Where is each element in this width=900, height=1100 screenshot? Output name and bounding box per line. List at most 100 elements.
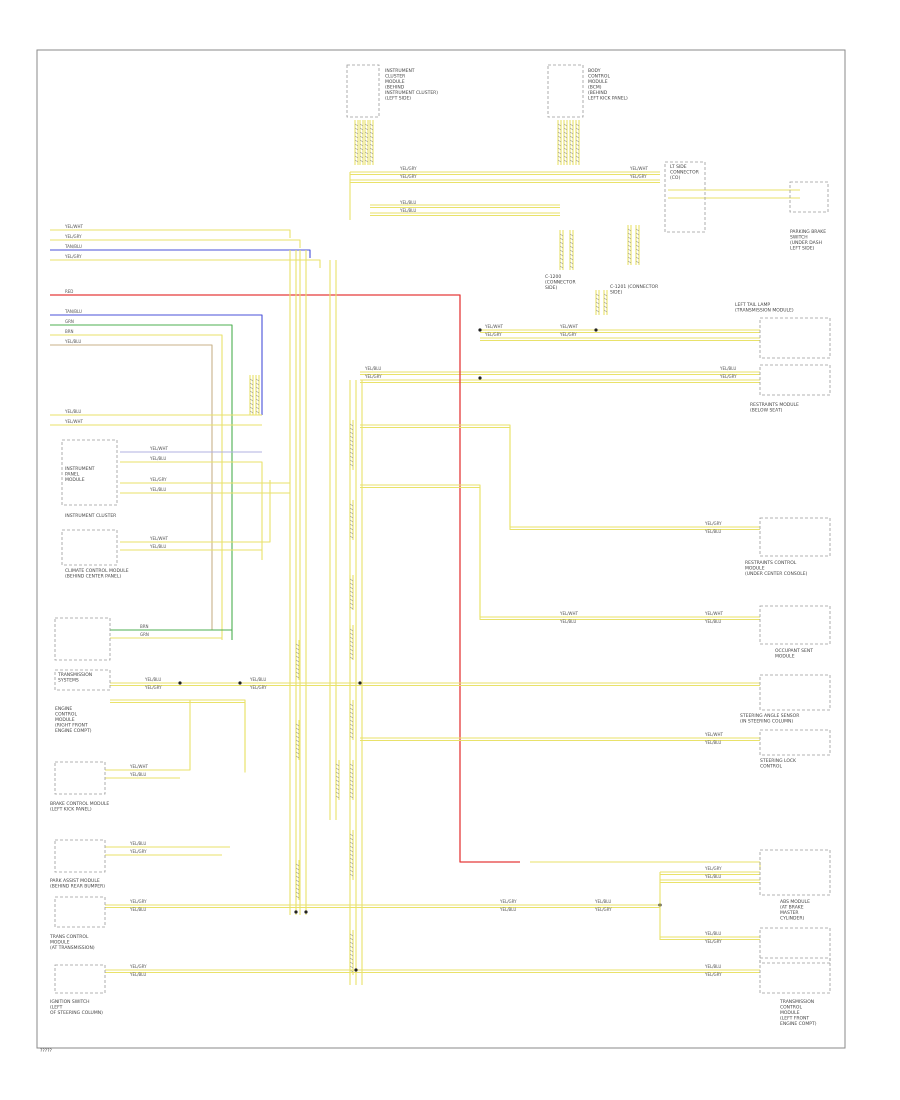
parking-brake-label-text: SWITCH	[790, 235, 808, 241]
twist-mark	[349, 451, 354, 455]
twist-mark	[349, 945, 354, 949]
splice-dot	[238, 681, 242, 685]
splice-dot	[294, 910, 298, 914]
twist-mark	[569, 139, 574, 143]
twist-mark	[557, 159, 562, 163]
twist-mark	[295, 643, 300, 647]
twist-mark	[295, 655, 300, 659]
twist-mark	[569, 245, 574, 249]
transmission-text: TRANSMISSION	[779, 999, 814, 1005]
top-left-module-text: INSTRUMENT	[385, 68, 415, 74]
twist-mark	[354, 123, 359, 127]
wires	[50, 120, 800, 985]
twist-mark	[569, 265, 574, 269]
twist-mark	[349, 427, 354, 431]
ecm-sub-text: SYSTEMS	[58, 678, 79, 684]
twist-mark	[569, 155, 574, 159]
twist-mark	[349, 707, 354, 711]
abs-box-2	[759, 927, 831, 964]
twist-mark	[349, 857, 354, 861]
twist-mark	[575, 123, 580, 127]
twist-mark	[595, 309, 600, 313]
steer-lock-text: STEERING LOCK	[760, 758, 797, 764]
wire-label: YEL/BLU	[559, 619, 576, 624]
engine-text: (RIGHT FRONT	[55, 723, 88, 729]
wire-label: TAN/BLU	[64, 309, 82, 314]
twist-mark	[563, 143, 568, 147]
twist-mark	[349, 447, 354, 451]
twist-mark	[295, 727, 300, 731]
twist-mark	[349, 636, 354, 640]
ic-box	[61, 439, 118, 506]
restraints-box	[759, 364, 831, 396]
twist-mark	[349, 771, 354, 775]
twist-mark	[364, 135, 369, 139]
twist-mark	[627, 252, 632, 256]
wire-label: YEL/BLU	[129, 972, 146, 977]
wire-label: YEL/BLU	[399, 208, 416, 213]
twist-mark	[354, 151, 359, 155]
twist-mark	[359, 155, 364, 159]
splice-dot	[354, 968, 358, 972]
twist-mark	[349, 949, 354, 953]
twist-mark	[354, 127, 359, 131]
steer-lock-box	[759, 729, 831, 756]
twist-mark	[603, 301, 608, 305]
brake-text: (LEFT KICK PANEL)	[50, 807, 92, 813]
wire-label: YEL/BLU	[64, 409, 81, 414]
wire-label: YEL/WHT	[704, 732, 724, 737]
wire-label: YEL/GRY	[484, 332, 502, 337]
occ-bus	[360, 486, 760, 621]
twist-mark	[255, 406, 260, 410]
twist-mark	[359, 139, 364, 143]
twist-mark	[295, 723, 300, 727]
wire-label: YEL/GRY	[704, 972, 722, 977]
steer-lock-text: CONTROL	[760, 764, 782, 770]
ign-box	[54, 964, 106, 994]
twist-mark	[563, 123, 568, 127]
wire-label: YEL/BLU	[704, 529, 721, 534]
abs-box	[759, 849, 831, 896]
ignition-text: IGNITION SWITCH	[50, 999, 90, 1005]
twist-mark	[557, 135, 562, 139]
twist-mark	[569, 131, 574, 135]
twist-mark	[349, 715, 354, 719]
left-tail-text: (TRANSMISSION MODULE)	[735, 308, 794, 314]
wire-label: BRN	[65, 329, 74, 334]
twist-mark	[249, 390, 254, 394]
wire-label: YEL/GRY	[399, 166, 417, 171]
twist-mark	[295, 735, 300, 739]
wire-label: YEL/WHT	[484, 324, 504, 329]
twist-mark	[559, 257, 564, 261]
twist-mark	[364, 155, 369, 159]
splice-dot	[478, 328, 482, 332]
twist-mark	[349, 861, 354, 865]
wire-label: YEL/WHT	[559, 611, 579, 616]
red-wire	[50, 294, 520, 863]
transmission-text: ENGINE COMPT)	[780, 1021, 817, 1027]
top-left-module-text: (LEFT SIDE)	[385, 96, 411, 102]
twist-mark	[627, 232, 632, 236]
twist-mark	[354, 135, 359, 139]
parking-brake-label-text: PARKING BRAKE	[790, 229, 826, 235]
wire-label: YEL/WHT	[704, 611, 724, 616]
twist-mark	[359, 151, 364, 155]
twist-mark	[335, 795, 340, 799]
splice-dot	[478, 376, 482, 380]
twist-mark	[364, 159, 369, 163]
twist-mark	[349, 767, 354, 771]
conn-label2-text: SIDE)	[610, 290, 622, 296]
twist-mark	[349, 933, 354, 937]
twist-mark	[359, 127, 364, 131]
twist-mark	[569, 257, 574, 261]
twist-mark	[354, 147, 359, 151]
twist-mark	[603, 297, 608, 301]
wire-label: YEL/GRY	[499, 899, 517, 904]
twist-mark	[249, 398, 254, 402]
twist-mark	[627, 260, 632, 264]
ecm-bus2	[110, 701, 246, 773]
twist-mark	[603, 305, 608, 309]
twist-mark	[369, 143, 374, 147]
twist-mark	[255, 382, 260, 386]
twist-mark	[335, 767, 340, 771]
